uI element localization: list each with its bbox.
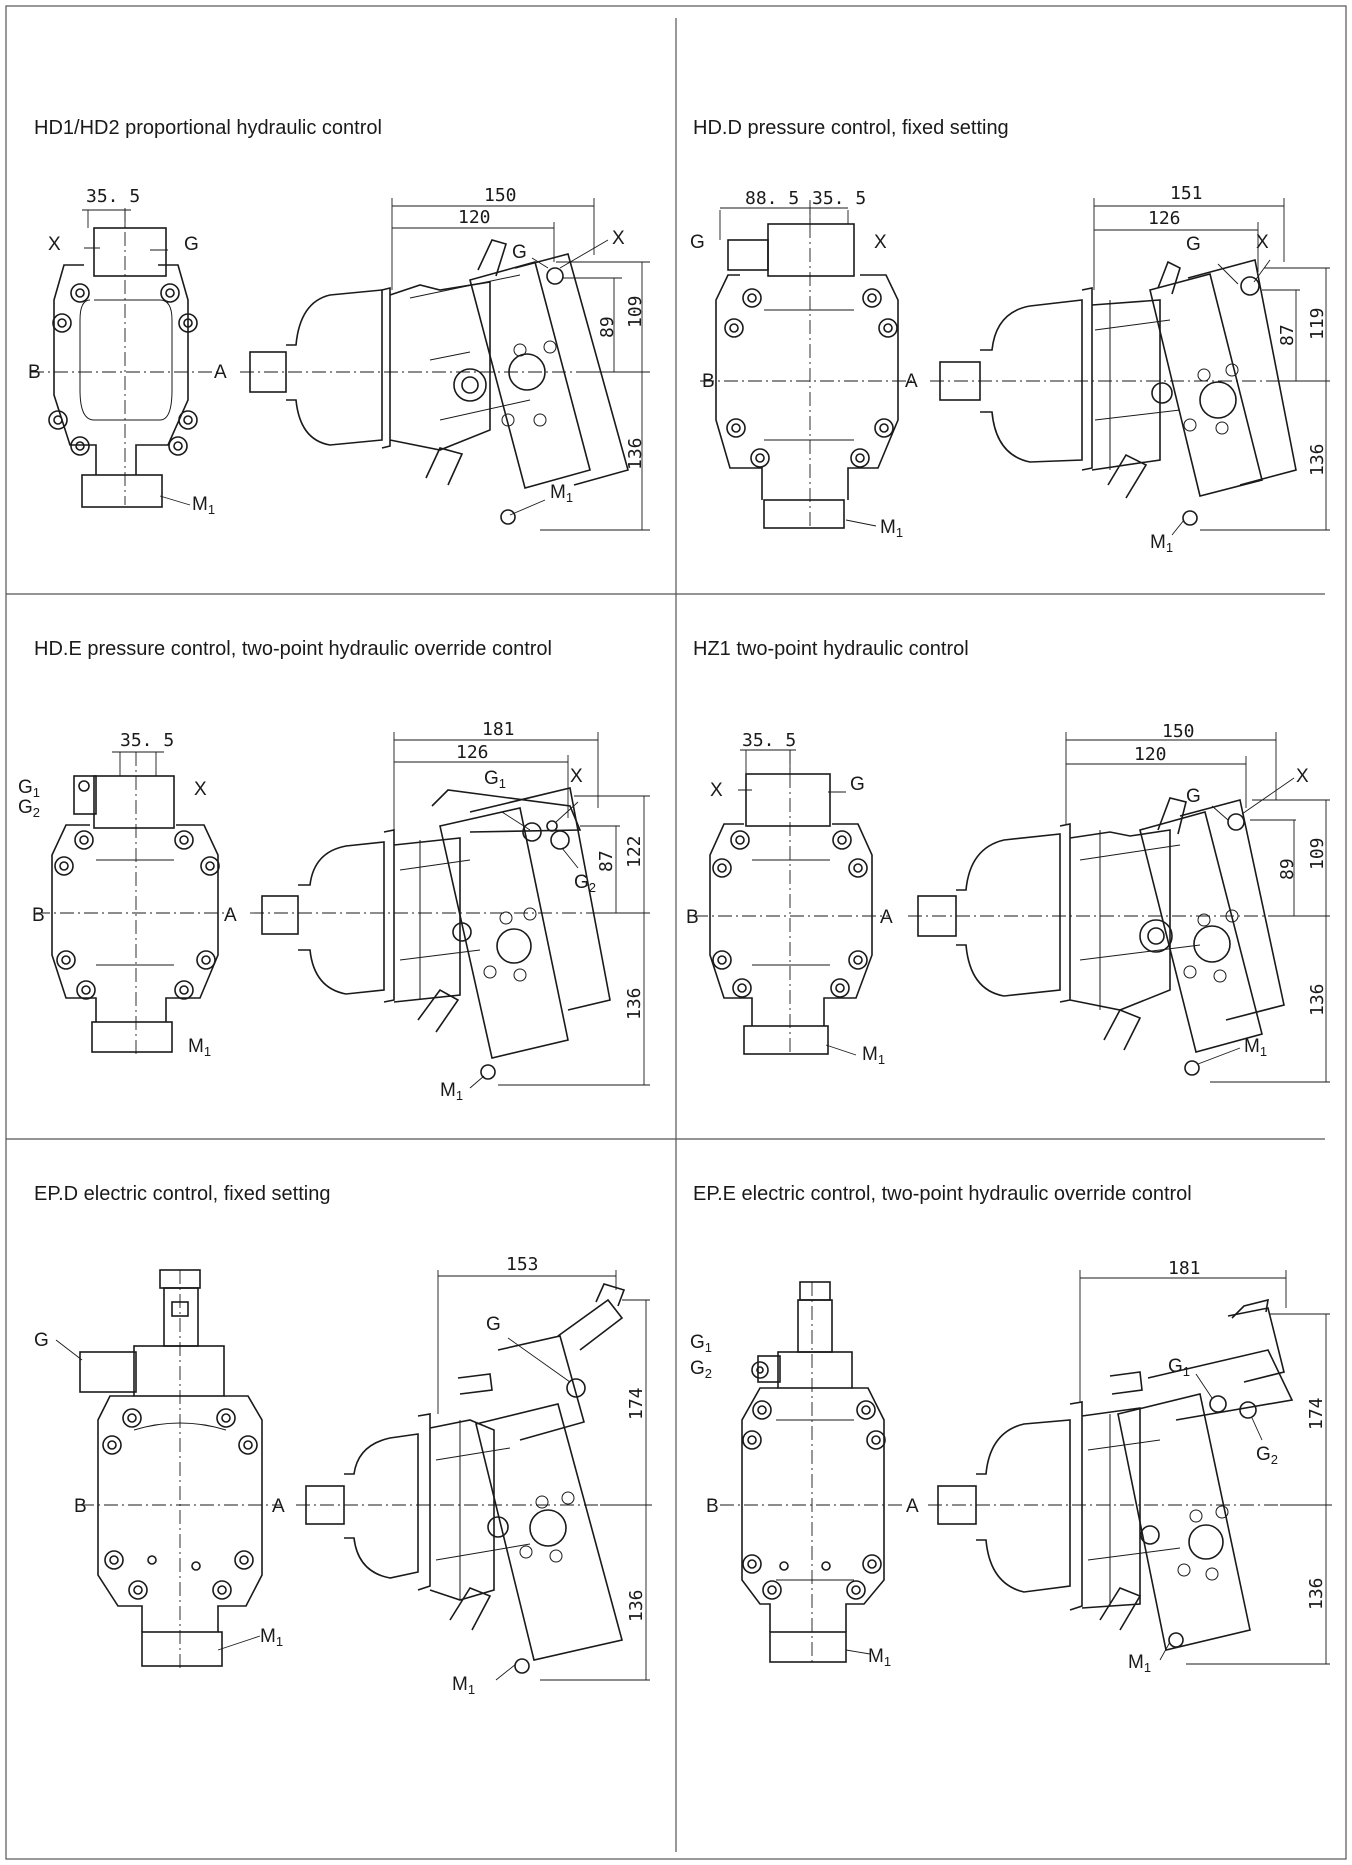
panel-3-title: HD.E pressure control, two-point hydraul… xyxy=(34,638,552,660)
panel-5-side-view xyxy=(296,1270,656,1681)
panel-2-side-dim-136: 136 xyxy=(1307,443,1328,476)
panel-1-side-view xyxy=(240,198,650,531)
panel-6-side-label-m1: M1 xyxy=(1128,1652,1151,1675)
panel-5-side-dim-153: 153 xyxy=(506,1254,539,1275)
panel-4-front-dim: 35. 5 xyxy=(742,730,796,751)
panel-1-side-dim-150: 150 xyxy=(484,185,517,206)
panel-2-side-view xyxy=(930,198,1332,536)
panel-6-front-label-m1: M1 xyxy=(868,1646,891,1669)
panel-2-front-label-x: X xyxy=(874,232,887,253)
panel-4-side-dim-120: 120 xyxy=(1134,744,1167,765)
panel-5-side-dim-174: 174 xyxy=(626,1387,647,1420)
panel-2-side-label-m1: M1 xyxy=(1150,532,1173,555)
panel-5-side-label-m1: M1 xyxy=(452,1674,475,1697)
panel-1-side-label-m1: M1 xyxy=(550,482,573,505)
panel-4-side-label-m1: M1 xyxy=(1244,1036,1267,1059)
panel-3-front-label-m1: M1 xyxy=(188,1036,211,1059)
panel-3-front-dim: 35. 5 xyxy=(120,730,174,751)
panel-4-side-dim-136: 136 xyxy=(1307,983,1328,1016)
panel-2-front-label-g: G xyxy=(690,232,705,253)
panel-4-side-label-g: G xyxy=(1186,786,1201,807)
panel-4-front-label-a: A xyxy=(880,907,893,928)
panel-1-side-dim-120: 120 xyxy=(458,207,491,228)
panel-2-front-label-a: A xyxy=(905,371,918,392)
panel-5-side-label-g: G xyxy=(486,1314,501,1335)
panel-6-front-view xyxy=(720,1281,904,1665)
panel-1-side-dim-136: 136 xyxy=(625,437,646,470)
panel-1-front-label-x: X xyxy=(48,234,61,255)
panel-6-front-label-a: A xyxy=(906,1496,919,1517)
sheet-border xyxy=(5,5,1347,1860)
panel-5-front-label-m1: M1 xyxy=(260,1626,283,1649)
panel-2-front-dim-88: 88. 5 xyxy=(745,188,799,209)
panel-6-front-label-g1: G1 xyxy=(690,1332,712,1355)
panel-3-side-label-m1: M1 xyxy=(440,1080,463,1103)
panel-3-side-dim-87: 87 xyxy=(596,850,617,872)
panel-6-side-dim-174: 174 xyxy=(1306,1397,1327,1430)
panel-4-front-label-x: X xyxy=(710,780,723,801)
panel-2-side-label-x: X xyxy=(1256,232,1269,253)
panel-3-side-label-g1: G1 xyxy=(484,768,506,791)
panel-6-side-dim-181: 181 xyxy=(1168,1258,1201,1279)
panel-5-front-label-g: G xyxy=(34,1330,49,1351)
panel-4-side-label-x: X xyxy=(1296,766,1309,787)
panel-3-front-label-g2: G2 xyxy=(18,797,40,820)
panel-3-side-dim-126: 126 xyxy=(456,742,489,763)
panel-3-side-label-x: X xyxy=(570,766,583,787)
panel-4-front-label-m1: M1 xyxy=(862,1044,885,1067)
panel-4-front-label-b: B xyxy=(686,907,699,928)
panel-2-front-view xyxy=(700,200,915,530)
panel-3-side-dim-136: 136 xyxy=(624,987,645,1020)
panel-5-front-view xyxy=(55,1269,280,1668)
panel-1-front-label-m1: M1 xyxy=(192,494,215,517)
panel-6-front-label-b: B xyxy=(706,1496,719,1517)
panel-6-title: EP.E electric control, two-point hydraul… xyxy=(693,1183,1192,1205)
panel-5-title: EP.D electric control, fixed setting xyxy=(34,1183,330,1205)
panel-5-front-label-b: B xyxy=(74,1496,87,1517)
panel-2-side-dim-151: 151 xyxy=(1170,183,1203,204)
panel-5-front-label-a: A xyxy=(272,1496,285,1517)
panel-1-side-dim-89: 89 xyxy=(597,316,618,338)
panel-6-side-view xyxy=(928,1270,1332,1665)
panel-1-front-dim: 35. 5 xyxy=(86,186,140,207)
panel-1-front-view xyxy=(30,208,220,508)
panel-1-title: HD1/HD2 proportional hydraulic control xyxy=(34,117,382,139)
panel-2-front-dim-35: 35. 5 xyxy=(812,188,866,209)
panel-2-title: HD.D pressure control, fixed setting xyxy=(693,117,1009,139)
panel-6-side-label-g1: G1 xyxy=(1168,1356,1190,1379)
panel-1-side-label-g: G xyxy=(512,242,527,263)
panel-4-side-view xyxy=(908,732,1332,1083)
panel-6-side-dim-136: 136 xyxy=(1306,1577,1327,1610)
panel-4-side-dim-109: 109 xyxy=(1307,837,1328,870)
panel-1-front-label-g: G xyxy=(184,234,199,255)
panel-3-side-dim-122: 122 xyxy=(624,835,645,868)
panel-3-side-view xyxy=(250,732,650,1089)
panel-2-front-label-b: B xyxy=(702,371,715,392)
panel-2-side-label-g: G xyxy=(1186,234,1201,255)
panel-1-front-label-b: B xyxy=(28,362,41,383)
panel-3-front-label-x: X xyxy=(194,779,207,800)
panel-2-side-dim-119: 119 xyxy=(1307,307,1328,340)
panel-4-side-dim-89: 89 xyxy=(1277,858,1298,880)
panel-4-front-view xyxy=(694,749,888,1056)
panel-2-front-label-m1: M1 xyxy=(880,517,903,540)
panel-2-side-dim-87: 87 xyxy=(1277,324,1298,346)
panel-3-front-label-b: B xyxy=(32,905,45,926)
panel-4-title: HZ1 two-point hydraulic control xyxy=(693,638,969,660)
panel-1-front-label-a: A xyxy=(214,362,227,383)
panel-3-side-label-g2: G2 xyxy=(574,872,596,895)
panel-3-side-dim-181: 181 xyxy=(482,719,515,740)
panel-2-side-dim-126: 126 xyxy=(1148,208,1181,229)
panel-5-side-dim-136: 136 xyxy=(626,1589,647,1622)
panel-6-front-label-g2: G2 xyxy=(690,1358,712,1381)
panel-6-side-label-g2: G2 xyxy=(1256,1444,1278,1467)
panel-3-front-label-a: A xyxy=(224,905,237,926)
panel-4-front-label-g: G xyxy=(850,774,865,795)
panel-3-front-view xyxy=(36,751,230,1055)
panel-1-side-dim-109: 109 xyxy=(625,295,646,328)
panel-1-side-label-x: X xyxy=(612,228,625,249)
panel-4-side-dim-150: 150 xyxy=(1162,721,1195,742)
